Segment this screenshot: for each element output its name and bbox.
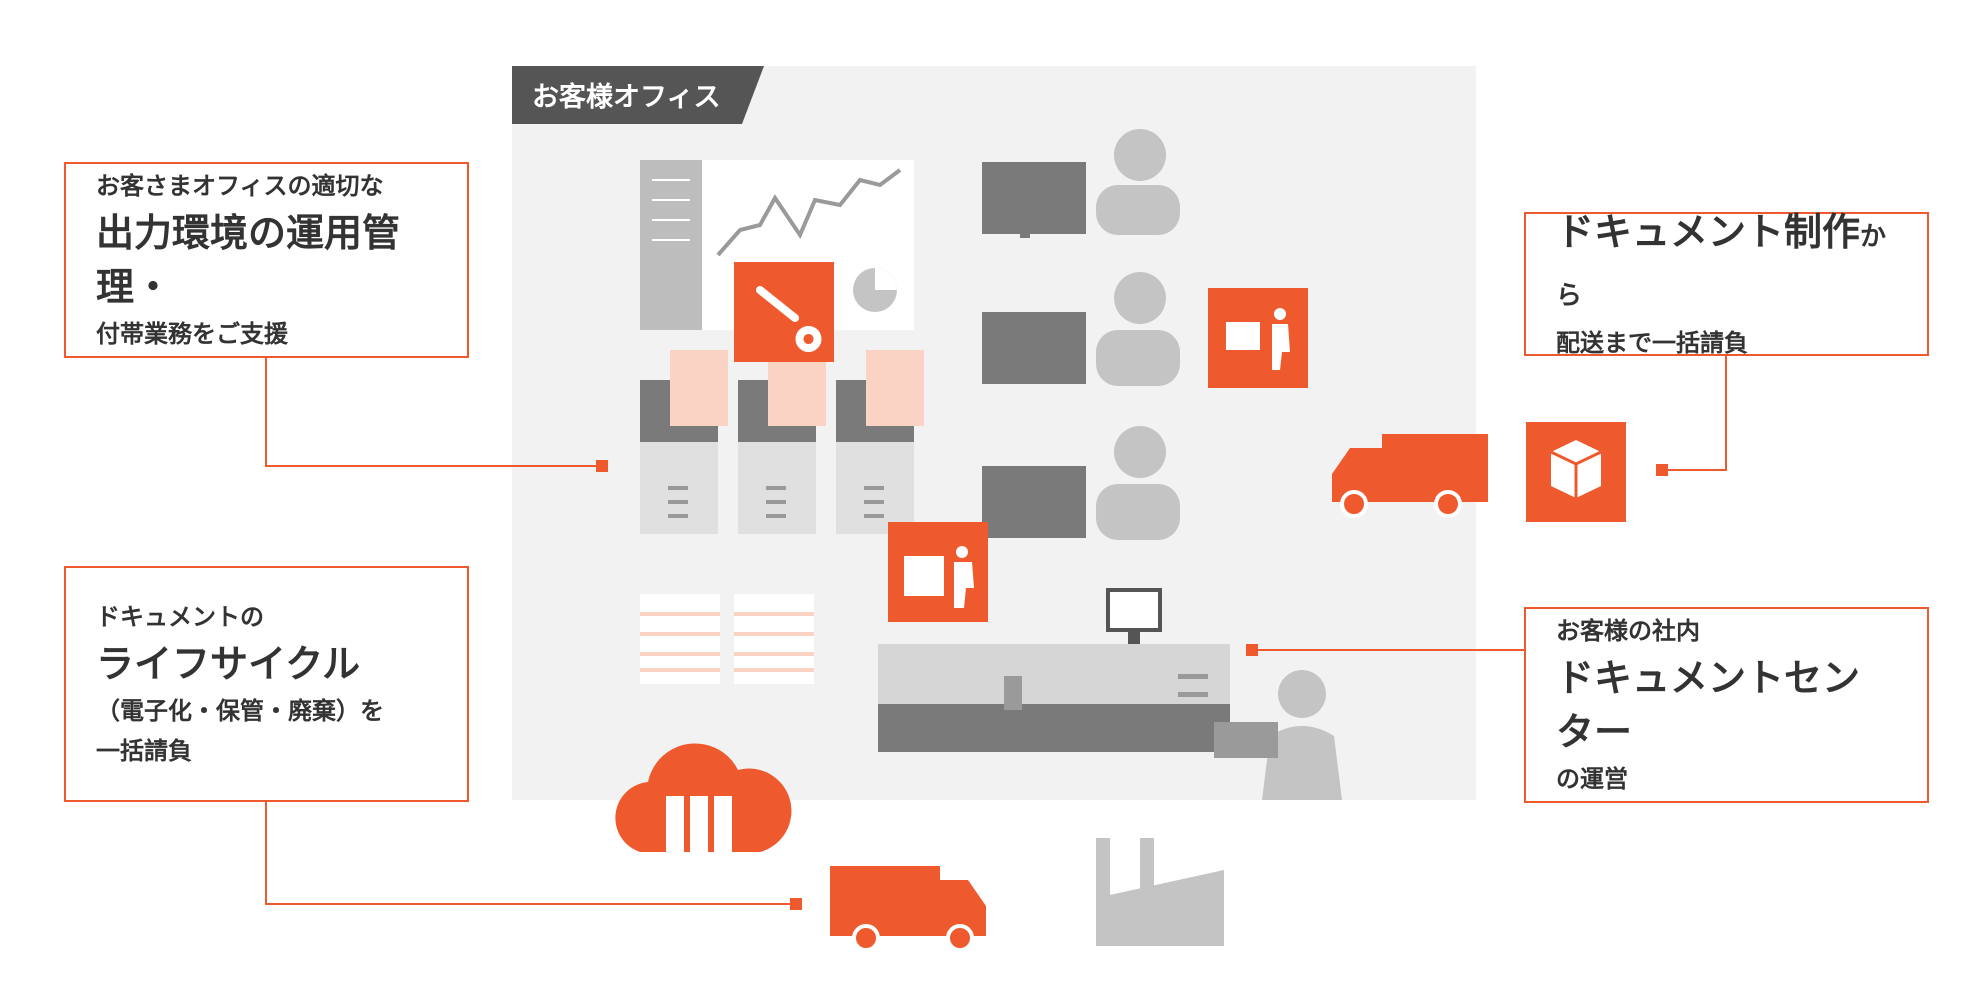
cloud-archive-icon [615,743,792,852]
connector-dots [596,460,1668,910]
callout-line: お客さまオフィスの適切な [96,172,384,200]
copier-operator-icon [888,522,988,622]
callout-line: 配送まで一括請負 [1556,329,1748,357]
callout-line: 一括請負 [96,737,192,765]
paper-delivery-icon [1208,288,1308,388]
callout-document-center: お客様の社内 ドキュメントセンター の運営 [1524,607,1929,803]
production-printer [878,588,1230,752]
callout-heading-sub: から [1556,222,1887,311]
package-box-icon [1526,422,1626,522]
factory-icon [1096,838,1224,946]
callout-heading: ドキュメントセンター [1556,656,1861,754]
callout-line: の運営 [1556,765,1628,793]
callout-heading-main: ドキュメント制作 [1556,210,1861,254]
callout-heading: ライフサイクル [96,642,361,686]
operator-person [1214,670,1342,800]
chart-board-illustration [640,160,914,330]
callout-output-management: お客さまオフィスの適切な 出力環境の運用管理・ 付帯業務をご支援 [64,162,469,358]
callout-document-production: ドキュメント制作から 配送まで一括請負 [1524,210,1929,357]
office-workers [982,129,1180,540]
connector-lines [265,356,1727,905]
callout-document-lifecycle: ドキュメントの ライフサイクル （電子化・保管・廃棄）を 一括請負 [64,566,469,802]
truck-icon [830,866,986,952]
office-label: お客様オフィス [532,81,720,113]
wrench-icon [734,262,834,362]
truck-icon [1332,434,1488,518]
callout-line: ドキュメントの [96,603,264,631]
copier-machines [640,350,924,534]
paper-stacks [640,594,814,684]
office-tag [512,66,764,124]
callout-heading: ドキュメント制作から [1556,205,1897,323]
callout-heading: 出力環境の運用管理・ [96,211,401,309]
callout-line: お客様の社内 [1556,617,1700,645]
callout-line: 付帯業務をご支援 [96,320,288,348]
callout-line: （電子化・保管・廃棄）を [96,697,384,725]
